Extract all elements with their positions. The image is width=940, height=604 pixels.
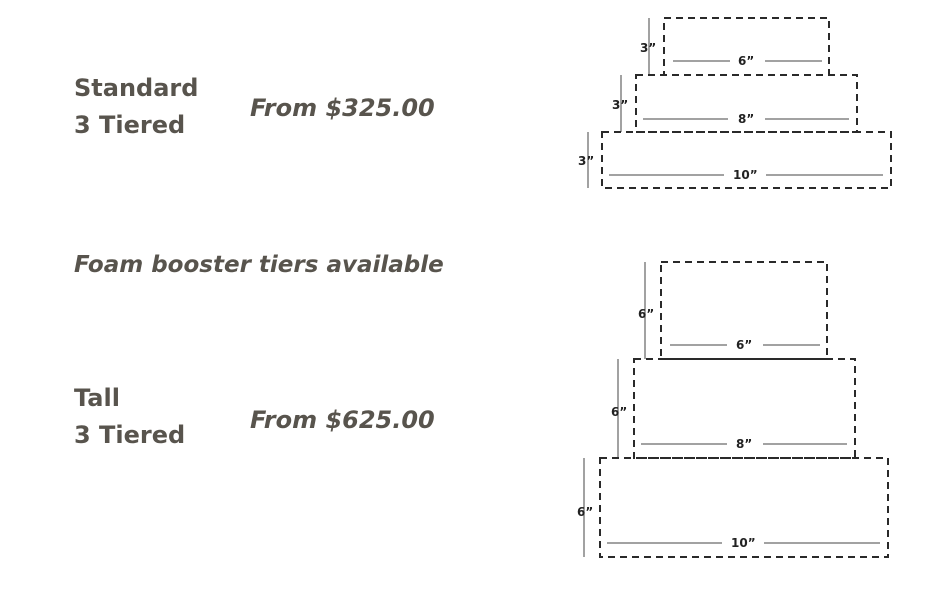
tall-cake-name: Tall 3 Tiered <box>74 380 185 454</box>
width-label: 10” <box>731 536 756 550</box>
standard-cake-name: Standard 3 Tiered <box>74 70 198 144</box>
tier-outline <box>601 131 892 189</box>
width-label: 8” <box>736 437 752 451</box>
tall-name-line2: 3 Tiered <box>74 421 186 449</box>
height-label: 6” <box>611 405 627 419</box>
width-label: 6” <box>738 54 754 68</box>
height-label: 3” <box>640 41 656 55</box>
height-label: 3” <box>578 154 594 168</box>
tall-price: From $625.00 <box>250 406 435 434</box>
standard-tier-bottom: 3” 10” <box>578 131 892 189</box>
standard-price: From $325.00 <box>250 94 435 122</box>
tall-tier-top: 6” 6” <box>638 261 828 360</box>
height-label: 6” <box>577 505 593 519</box>
tall-tier-bottom: 6” 10” <box>577 457 889 558</box>
tier-outline <box>599 457 889 558</box>
tall-name-line1: Tall <box>74 384 120 412</box>
standard-name-line1: Standard <box>74 74 199 102</box>
foam-booster-note: Foam booster tiers available <box>74 252 444 278</box>
tier-outline <box>633 358 856 459</box>
width-label: 8” <box>738 112 754 126</box>
standard-name-line2: 3 Tiered <box>74 111 186 139</box>
height-label: 3” <box>612 98 628 112</box>
tall-tier-middle: 6” 8” <box>611 358 856 459</box>
width-label: 10” <box>733 168 758 182</box>
width-label: 6” <box>736 338 752 352</box>
height-label: 6” <box>638 307 654 321</box>
